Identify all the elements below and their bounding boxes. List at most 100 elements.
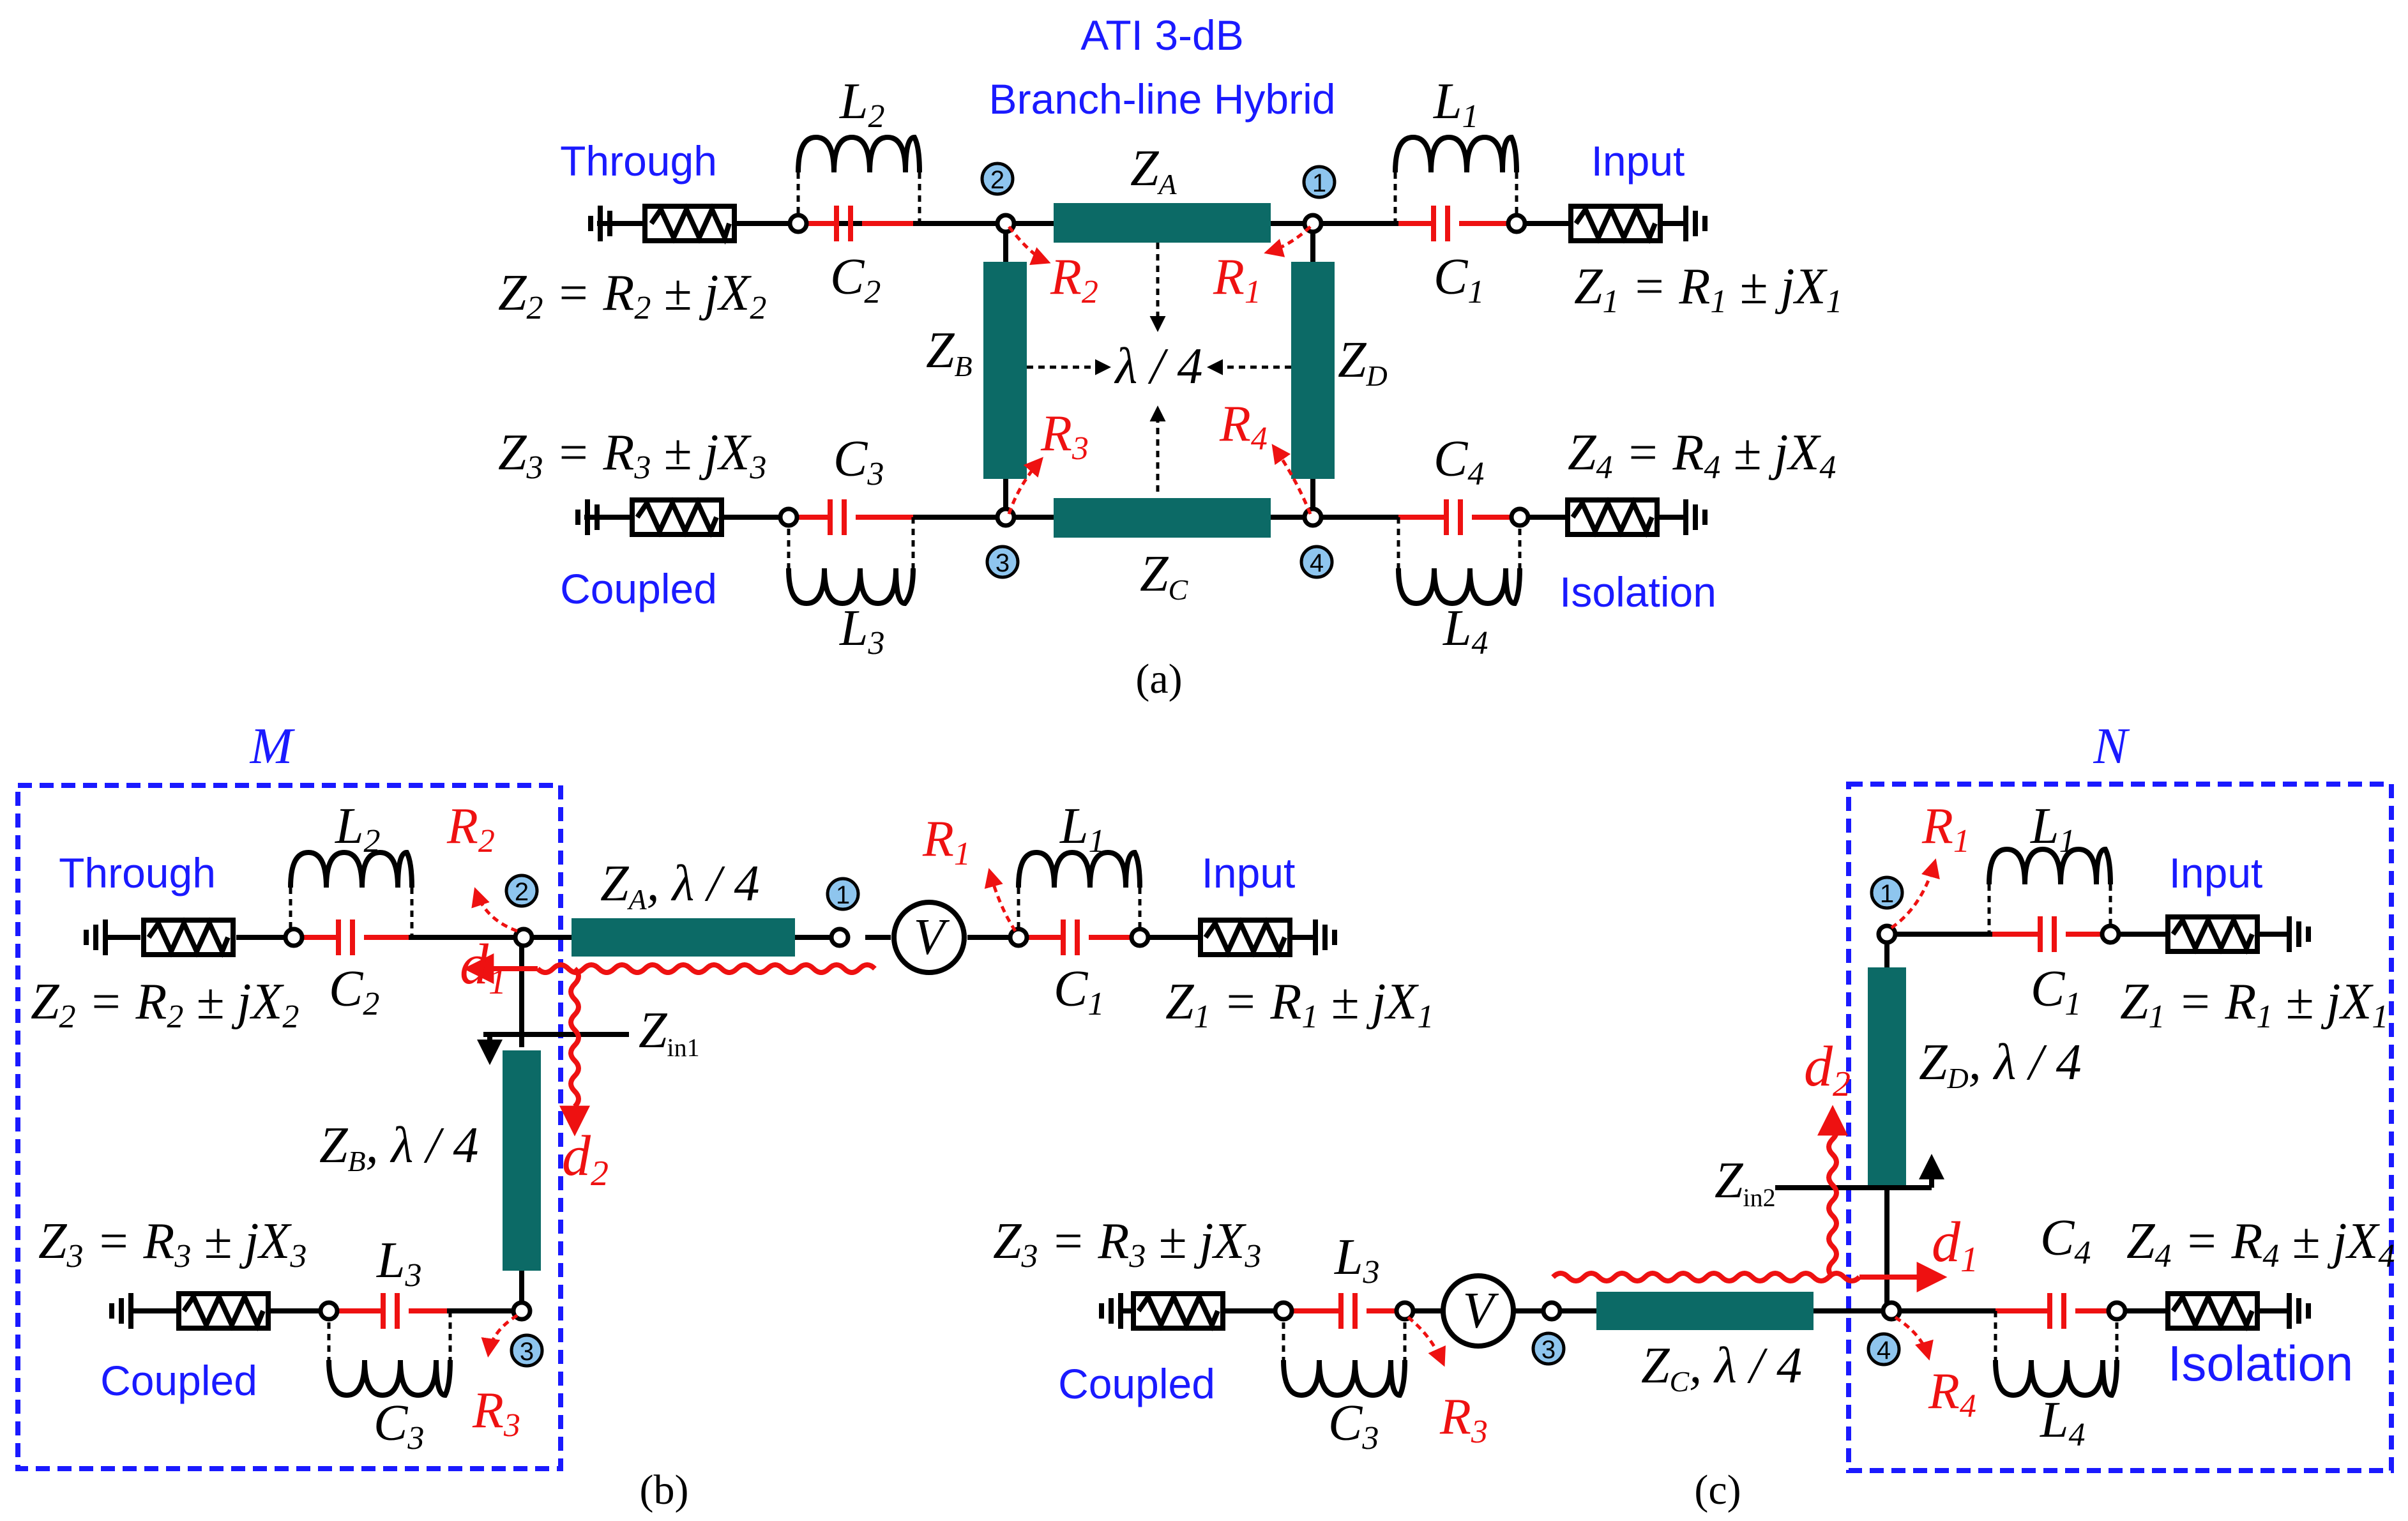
capacitor-c3-label: C3 [374, 1395, 424, 1457]
node [1273, 1300, 1294, 1322]
port-label-isolation: Isolation [2168, 1335, 2354, 1391]
svg-text:2: 2 [990, 166, 1004, 194]
box-label-n: N [2093, 718, 2130, 775]
node [1506, 213, 1527, 234]
node [1302, 506, 1324, 528]
input-impedance-label: Zin1 [639, 1003, 700, 1062]
svg-text:3: 3 [520, 1338, 534, 1366]
port-marker-1: 1 [826, 877, 860, 911]
inductor-l3-icon [1281, 1311, 1407, 1398]
inductor-l3-label: L3 [839, 600, 885, 662]
port-marker-3: 3 [510, 1333, 544, 1368]
port-marker-1: 1 [1302, 165, 1337, 199]
reflection-r3-label: R3 [1040, 405, 1089, 467]
port-marker-3: 3 [1531, 1331, 1566, 1366]
svg-text:4: 4 [1877, 1336, 1891, 1365]
node [1541, 1300, 1563, 1322]
center-wavelength-label: λ / 4 [1114, 338, 1203, 395]
port-marker-3: 3 [985, 545, 1020, 579]
impedance-z1-label: Z1 = R1 ± jX1 [1574, 259, 1842, 320]
figure-a-title-line1: ATI 3-dB [1080, 11, 1244, 59]
line-zb-label: ZB [926, 322, 973, 382]
capacitor-c1-label: C1 [2031, 961, 2081, 1022]
inductor-l4-icon [1993, 1311, 2119, 1398]
distance-d2-label: d2 [1804, 1035, 1851, 1104]
node [787, 213, 809, 234]
reflection-r2-label: R2 [1050, 249, 1098, 310]
svg-text:2: 2 [515, 878, 529, 906]
node [1394, 1300, 1416, 1322]
ground-icon [588, 206, 612, 241]
port-label-coupled: Coupled [100, 1357, 257, 1404]
impedance-z4-label: Z4 = R4 ± jX4 [1568, 425, 1836, 486]
node [829, 927, 851, 948]
capacitor-c2-icon [336, 919, 355, 955]
ground-icon [1683, 499, 1708, 535]
ground-icon [1313, 919, 1337, 955]
line-zc-label: ZC, λ / 4 [1641, 1338, 1802, 1398]
line-zd-label: ZD, λ / 4 [1919, 1034, 2082, 1094]
inductor-l4-label: L4 [1443, 600, 1488, 662]
line-zd [1868, 967, 1906, 1188]
distance-d1-label: d1 [460, 933, 506, 1002]
port-label-input: Input [2169, 849, 2263, 897]
inductor-l2-label: L2 [839, 73, 885, 135]
line-za [1054, 203, 1271, 243]
svg-text:4: 4 [1310, 549, 1324, 577]
svg-text:1: 1 [1880, 880, 1894, 908]
node [318, 1300, 340, 1322]
node [1876, 923, 1898, 945]
node [778, 506, 799, 528]
inductor-l2-icon [288, 849, 414, 937]
node [1509, 506, 1531, 528]
port-label-coupled: Coupled [560, 565, 717, 612]
ground-icon [1683, 206, 1708, 241]
subcircuit-box-m [15, 783, 563, 1471]
capacitor-c4-label: C4 [1434, 431, 1484, 492]
node [513, 927, 534, 948]
node [1881, 1300, 1902, 1322]
figure-a-caption: (a) [1135, 656, 1182, 702]
resistor-z2-icon [141, 917, 236, 958]
capacitor-c1-icon [1431, 206, 1450, 241]
figure-c: N [993, 718, 2395, 1513]
line-za-label: ZA [1130, 140, 1177, 201]
inductor-l2-label: L2 [335, 798, 381, 859]
port-label-through: Through [560, 137, 717, 185]
subcircuit-box-n [1846, 782, 2394, 1473]
line-zc [1596, 1292, 1814, 1330]
port-label-coupled: Coupled [1058, 1360, 1215, 1407]
line-zb [983, 262, 1027, 479]
capacitor-c1-label: C1 [1054, 961, 1104, 1022]
svg-text:1: 1 [1312, 169, 1326, 197]
ground-icon [84, 919, 108, 955]
capacitor-c4-label: C4 [2040, 1210, 2091, 1271]
capacitor-c3-label: C3 [1328, 1395, 1379, 1457]
capacitor-c4-icon [1444, 499, 1463, 535]
capacitor-c3-label: C3 [833, 431, 884, 492]
node [511, 1300, 533, 1322]
inductor-l3-label: L3 [1334, 1229, 1380, 1290]
line-za [572, 918, 795, 957]
reflection-r1-label: R1 [1921, 798, 1970, 859]
resistor-z2-icon [642, 203, 737, 245]
port-label-input: Input [1202, 849, 1296, 897]
resistor-z1-icon [2165, 914, 2260, 955]
line-za-label: ZA, λ / 4 [600, 856, 759, 916]
inductor-l2-icon [796, 134, 922, 223]
resistor-z4-icon [1565, 497, 1660, 538]
line-zd [1291, 262, 1335, 479]
capacitor-c3-icon [1338, 1293, 1358, 1329]
impedance-z4-label: Z4 = R4 ± jX4 [2126, 1213, 2395, 1275]
svg-text:1: 1 [836, 881, 850, 909]
resistor-z4-icon [2165, 1290, 2260, 1332]
reflection-r2-label: R2 [446, 798, 495, 859]
voltage-source-icon: V [1441, 1273, 1516, 1349]
svg-text:3: 3 [996, 549, 1010, 577]
figure-b-caption: (b) [640, 1467, 689, 1513]
capacitor-c3-icon [828, 499, 847, 535]
ground-icon [575, 499, 600, 535]
impedance-z1-label: Z1 = R1 ± jX1 [1165, 974, 1434, 1035]
voltage-source-icon: V [891, 900, 967, 975]
